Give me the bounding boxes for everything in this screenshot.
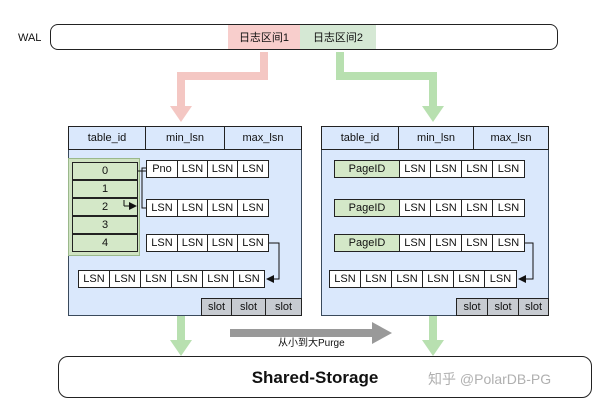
right-row2-lsn: LSN <box>492 199 525 217</box>
left-row4-lsn: LSN <box>202 270 234 288</box>
shared-storage-label: Shared-Storage <box>251 368 379 387</box>
left-header-table-id: table_id <box>68 126 146 150</box>
right-row4-lsn: LSN <box>391 270 423 288</box>
watermark: 知乎 @PolarDB-PG <box>428 371 552 387</box>
left-row1-lsn: LSN <box>207 160 238 178</box>
right-row3-lsn: LSN <box>492 234 525 252</box>
right-row2-pageid: PageID <box>334 199 400 217</box>
right-row4-lsn: LSN <box>360 270 392 288</box>
left-header-min-lsn: min_lsn <box>145 126 225 150</box>
wal-label: WAL <box>18 32 42 44</box>
left-row2-lsn: LSN <box>237 199 269 217</box>
wal-segment-1: 日志区间1 <box>228 24 300 50</box>
left-row1-lsn: LSN <box>237 160 269 178</box>
left-row4-lsn: LSN <box>140 270 172 288</box>
slot-index-0: 0 <box>72 162 138 180</box>
left-row2-lsn: LSN <box>207 199 238 217</box>
connector-slot0 <box>138 167 146 172</box>
right-row3-pageid: PageID <box>334 234 400 252</box>
left-slot: slot <box>265 298 302 316</box>
right-row4-lsn: LSN <box>484 270 517 288</box>
red-arrowhead <box>170 106 192 122</box>
right-slot: slot <box>487 298 519 316</box>
left-row1-pno: Pno <box>146 160 178 178</box>
right-slot: slot <box>518 298 549 316</box>
purge-label: 从小到大Purge <box>278 338 345 349</box>
wal-segment-2-label: 日志区间2 <box>312 32 364 44</box>
right-row1-lsn: LSN <box>430 160 462 178</box>
connector-left-row3-row4 <box>266 242 280 283</box>
left-row2-lsn: LSN <box>177 199 208 217</box>
wal-segment-1-label: 日志区间1 <box>238 32 290 44</box>
right-row3-lsn: LSN <box>461 234 493 252</box>
left-header-max-lsn: max_lsn <box>224 126 302 150</box>
left-down-arrowhead <box>170 340 192 356</box>
right-row3-lsn: LSN <box>430 234 462 252</box>
right-header-min-lsn: min_lsn <box>398 126 474 150</box>
connector-row1-row2 <box>141 170 146 209</box>
right-row2-lsn: LSN <box>430 199 462 217</box>
left-row3-lsn: LSN <box>177 234 208 252</box>
right-slot: slot <box>456 298 488 316</box>
right-row3-lsn: LSN <box>399 234 431 252</box>
purge-arrowhead <box>372 322 392 344</box>
left-slot: slot <box>231 298 266 316</box>
right-row4-lsn: LSN <box>422 270 454 288</box>
left-row1-lsn: LSN <box>177 160 208 178</box>
left-row3-lsn: LSN <box>237 234 269 252</box>
green-arrow <box>336 52 437 110</box>
wal-segment-2: 日志区间2 <box>300 24 376 50</box>
right-down-arrowhead <box>422 340 444 356</box>
slot-index-3: 3 <box>72 216 138 234</box>
right-row2-lsn: LSN <box>399 199 431 217</box>
left-row2-lsn: LSN <box>146 199 178 217</box>
right-header-table-id: table_id <box>321 126 399 150</box>
red-arrow <box>177 52 268 110</box>
left-row4-lsn: LSN <box>233 270 265 288</box>
slot-index-4: 4 <box>72 234 138 252</box>
left-slot: slot <box>201 298 232 316</box>
connector-right-row3-row4 <box>518 242 534 283</box>
green-arrowhead <box>422 106 444 122</box>
shared-storage-box <box>58 356 592 398</box>
left-row3-lsn: LSN <box>207 234 238 252</box>
right-row1-lsn: LSN <box>492 160 525 178</box>
slot-index-2: 2 <box>72 198 138 216</box>
right-row1-pageid: PageID <box>334 160 400 178</box>
right-header-max-lsn: max_lsn <box>473 126 549 150</box>
slot-index-1: 1 <box>72 180 138 198</box>
